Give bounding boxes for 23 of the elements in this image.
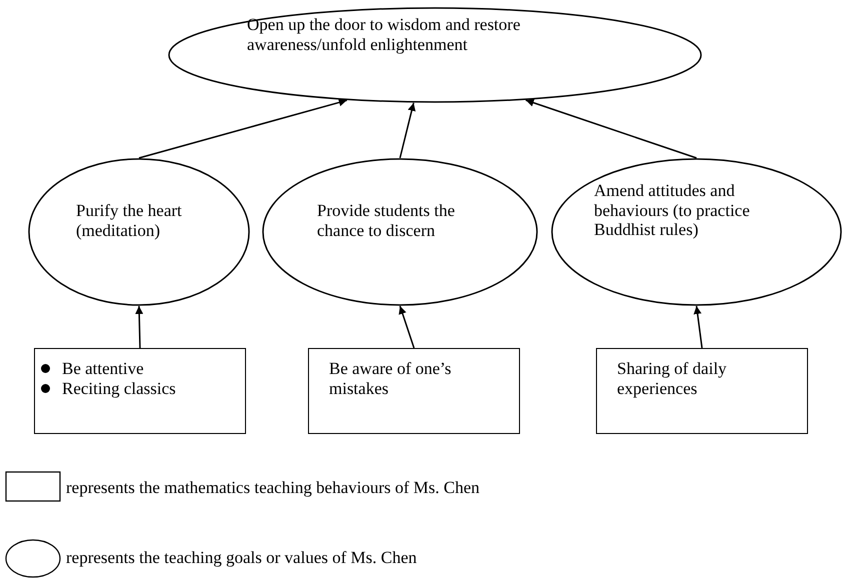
goal-ellipse (28, 158, 250, 306)
node-label: Provide students the chance to discern (317, 201, 456, 240)
node-label: Purify the heart (meditation) (76, 201, 183, 240)
node-label: Amend attitudes and behaviours (to practice Buddhist rules) (594, 181, 751, 240)
goal-ellipse (168, 7, 702, 103)
process-box (34, 348, 246, 434)
bullet-item: Be attentive (41, 359, 176, 379)
arrow (399, 102, 416, 158)
arrow (694, 306, 703, 348)
process-box (596, 348, 808, 434)
node-label: Sharing of daily experiences (617, 359, 728, 398)
node-label: Open up the door to wisdom and restore awareness/unfold enlightenment (247, 15, 522, 54)
goal-ellipse (262, 158, 538, 306)
arrow (398, 306, 415, 348)
legend-text: represents the mathematics teaching behaviours of Ms. Chen (66, 478, 480, 498)
legend-text: represents the teaching goals or values of Ms. Chen (66, 548, 417, 568)
arrow (526, 98, 697, 159)
process-box (308, 348, 520, 434)
arrow (135, 306, 144, 348)
arrow (138, 98, 348, 159)
node-label: Be aware of one’s mistakes (329, 359, 452, 398)
bullet-item: Reciting classics (41, 378, 176, 398)
goal-ellipse (551, 158, 842, 306)
